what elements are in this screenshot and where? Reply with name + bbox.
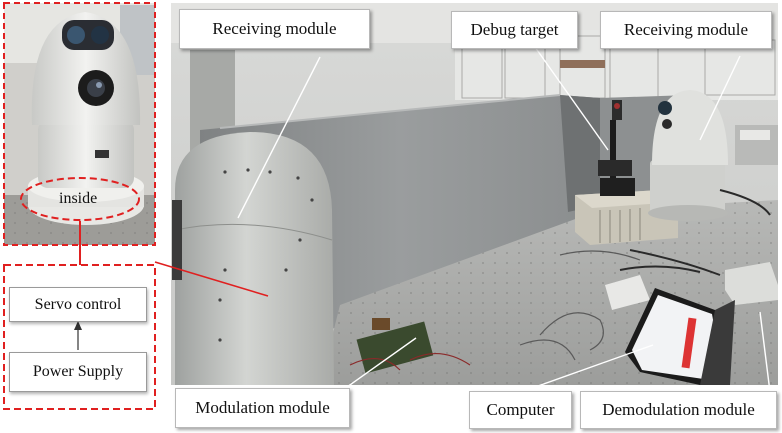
label-demodulation-module: Demodulation module (580, 391, 777, 429)
label-receiving-module-left: Receiving module (179, 9, 370, 49)
label-receiving-module-right: Receiving module (600, 11, 772, 49)
inside-ellipse (20, 177, 140, 221)
servo-block-frame (3, 264, 156, 410)
inside-label: inside (59, 190, 98, 207)
leader-lines (237, 46, 771, 393)
power-supply-box: Power Supply (9, 352, 147, 392)
inset-leader-line (154, 261, 269, 297)
inset-frame (3, 2, 156, 246)
label-modulation-module: Modulation module (175, 388, 350, 428)
inset-photo (4, 3, 155, 245)
main-photo (171, 3, 778, 385)
servo-control-box: Servo control (9, 287, 147, 322)
label-computer: Computer (469, 391, 572, 429)
label-debug-target: Debug target (451, 11, 578, 49)
